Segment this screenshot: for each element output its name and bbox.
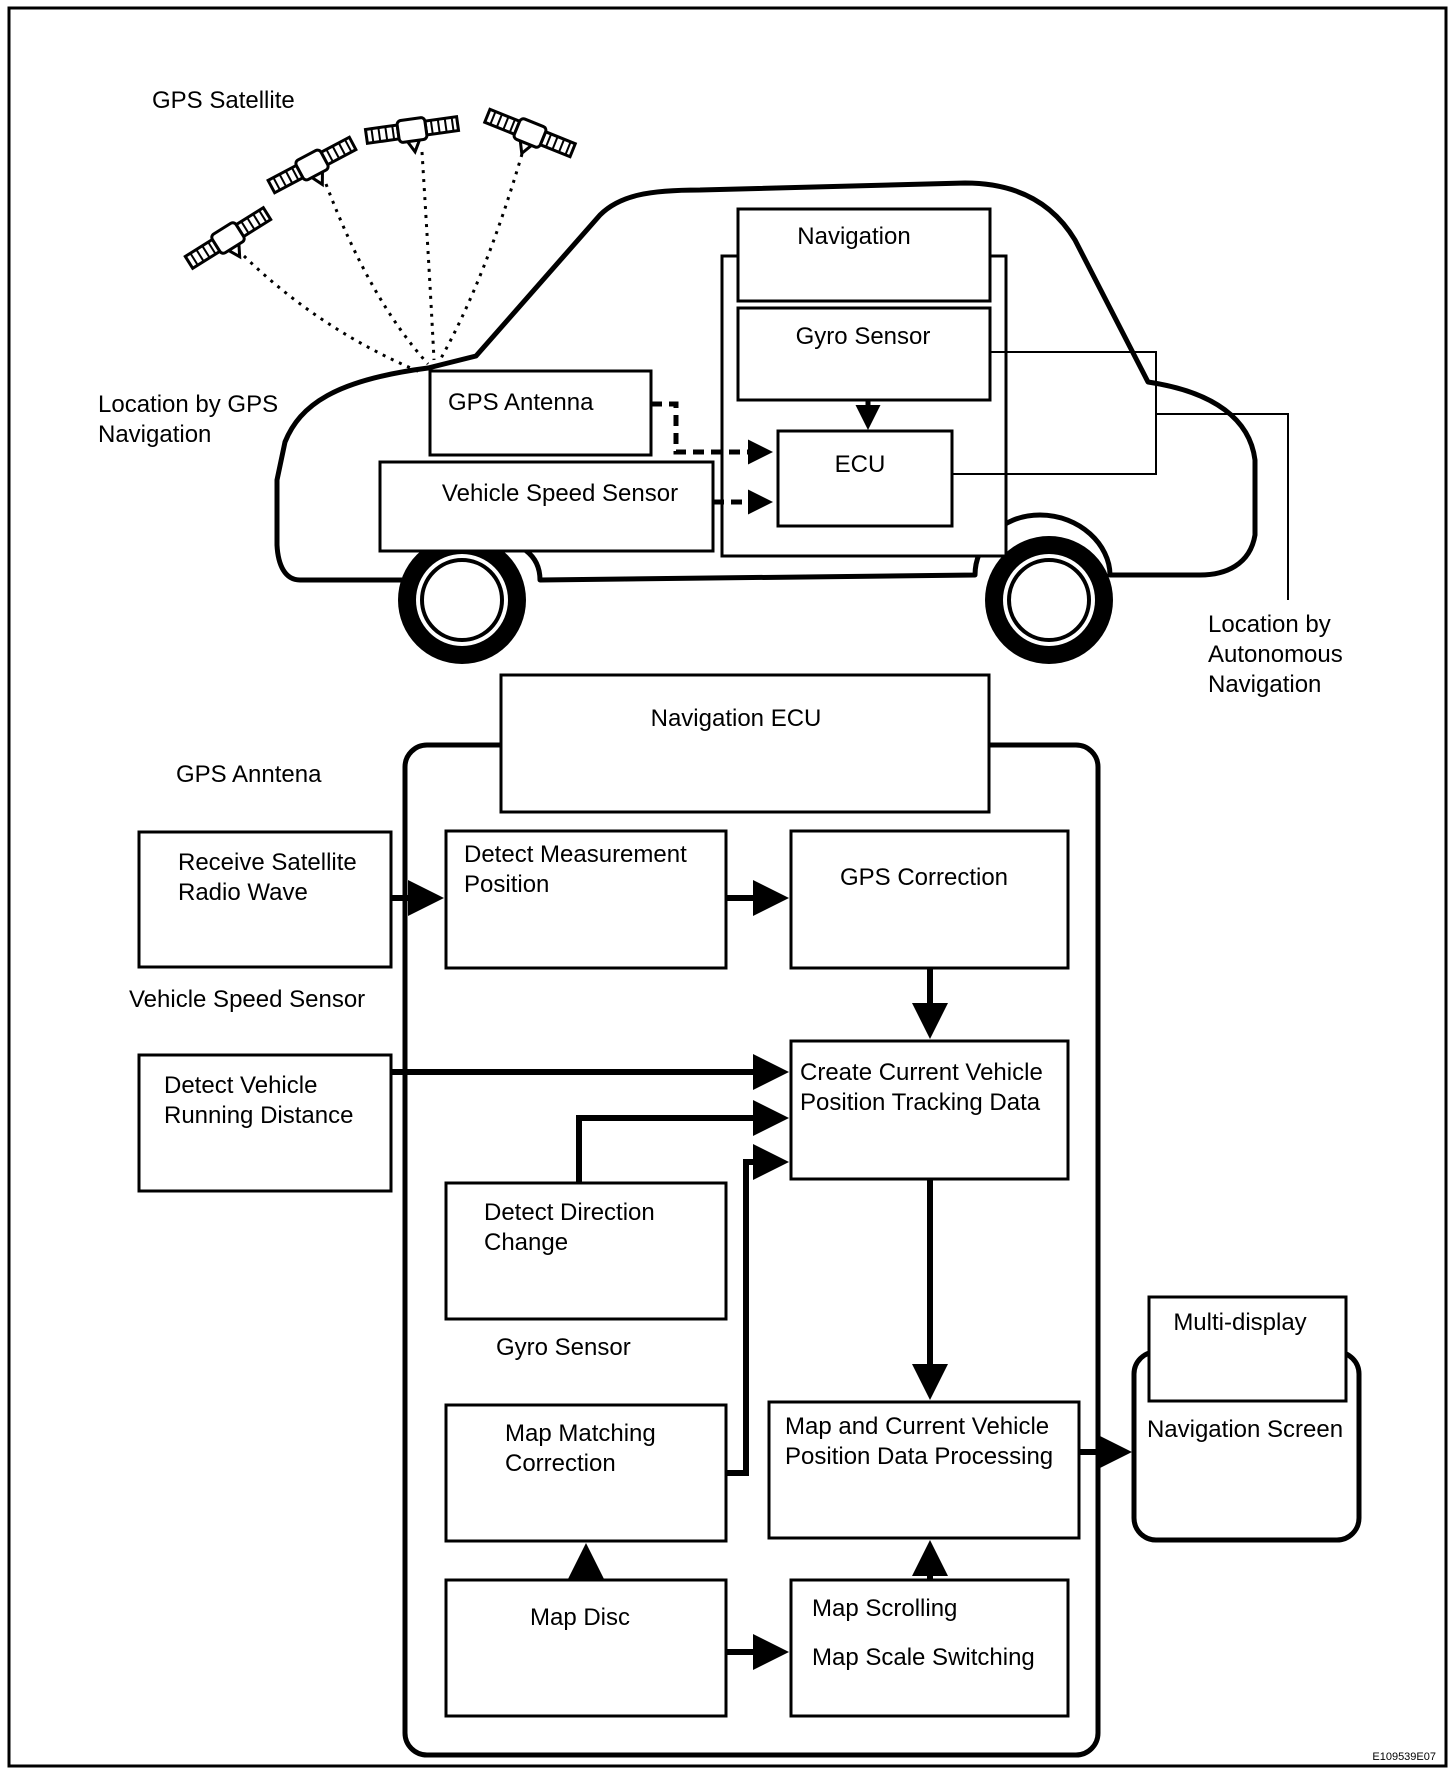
detect-direction-label: Detect Direction Change xyxy=(484,1199,661,1256)
satellite-icon xyxy=(264,132,365,208)
rear-wheel xyxy=(398,536,526,664)
detect-direction-box xyxy=(444,1181,728,1321)
gps-antenna-label: GPS Antenna xyxy=(448,389,594,416)
autonomous-leader-lines xyxy=(952,351,1289,600)
satellite-icon xyxy=(477,104,579,173)
gyro-sensor-label: Gyro Sensor xyxy=(796,323,931,350)
map-scrolling-box xyxy=(789,1578,1070,1718)
ecu-label: ECU xyxy=(835,451,886,478)
detect-measurement-label: Detect Measurement Position xyxy=(464,841,693,898)
map-matching-box xyxy=(444,1403,728,1543)
flow-diagram: Navigation ECU GPS Anntena Receive Satel… xyxy=(129,673,1362,1758)
detect-measurement-box xyxy=(444,829,728,970)
gps-satellite-label: GPS Satellite xyxy=(152,87,295,114)
navigation-box xyxy=(736,207,992,303)
map-disc-label: Map Disc xyxy=(530,1604,630,1631)
receive-satellite-box xyxy=(137,830,393,969)
radio-waves xyxy=(242,151,524,374)
navigation-ecu-label: Navigation ECU xyxy=(651,705,822,732)
map-processing-label: Map and Current Vehicle Position Data Pr… xyxy=(785,1413,1056,1470)
satellite-icon xyxy=(181,202,281,283)
map-processing-box xyxy=(767,1400,1081,1540)
gyro-sensor-section-label: Gyro Sensor xyxy=(496,1334,631,1361)
gps-antenna-box xyxy=(428,369,653,457)
gps-correction-label: GPS Correction xyxy=(840,864,1008,891)
create-tracking-label: Create Current Vehicle Position Tracking… xyxy=(800,1059,1049,1116)
detect-vehicle-running-box xyxy=(137,1053,393,1193)
gps-correction-box xyxy=(789,829,1070,970)
vehicle-speed-sensor-section-label: Vehicle Speed Sensor xyxy=(129,986,365,1013)
arrow-map-matching-to-create xyxy=(726,1144,789,1476)
map-disc-box xyxy=(444,1578,728,1718)
multi-display: Multi-display Navigation Screen xyxy=(1131,1295,1362,1543)
satellite-icon xyxy=(363,111,463,160)
ecu-box xyxy=(776,429,954,528)
flow-arrows xyxy=(391,880,1132,1670)
navigation-screen-label: Navigation Screen xyxy=(1147,1416,1343,1443)
map-scrolling-label: Map Scrolling xyxy=(812,1595,957,1622)
outer-frame xyxy=(7,6,1448,1768)
vehicle-illustration: GPS Satellite Location by GPS Navigation… xyxy=(98,87,1349,698)
vehicle-speed-sensor-box xyxy=(378,460,715,553)
navigation-ecu-box xyxy=(499,673,991,814)
receive-satellite-label: Receive Satellite Radio Wave xyxy=(178,849,363,906)
vehicle-speed-sensor-label: Vehicle Speed Sensor xyxy=(442,480,678,507)
navigation-label: Navigation xyxy=(797,223,910,250)
map-matching-label: Map Matching Correction xyxy=(505,1420,662,1477)
front-wheel xyxy=(985,536,1113,664)
arrow-direction-to-create xyxy=(576,1100,789,1183)
location-by-autonomous-label: Location by Autonomous Navigation xyxy=(1208,611,1349,698)
detect-vehicle-running-label: Detect Vehicle Running Distance xyxy=(164,1072,353,1129)
map-scale-label: Map Scale Switching xyxy=(812,1644,1035,1671)
gps-antenna-to-ecu-arrow xyxy=(651,401,773,465)
figure-code: E109539E07 xyxy=(1372,1751,1436,1763)
location-by-gps-label: Location by GPS Navigation xyxy=(98,391,285,448)
gps-antenna-section-label: GPS Anntena xyxy=(176,761,322,788)
multi-display-label: Multi-display xyxy=(1173,1309,1306,1336)
gyro-sensor-box xyxy=(736,306,992,402)
